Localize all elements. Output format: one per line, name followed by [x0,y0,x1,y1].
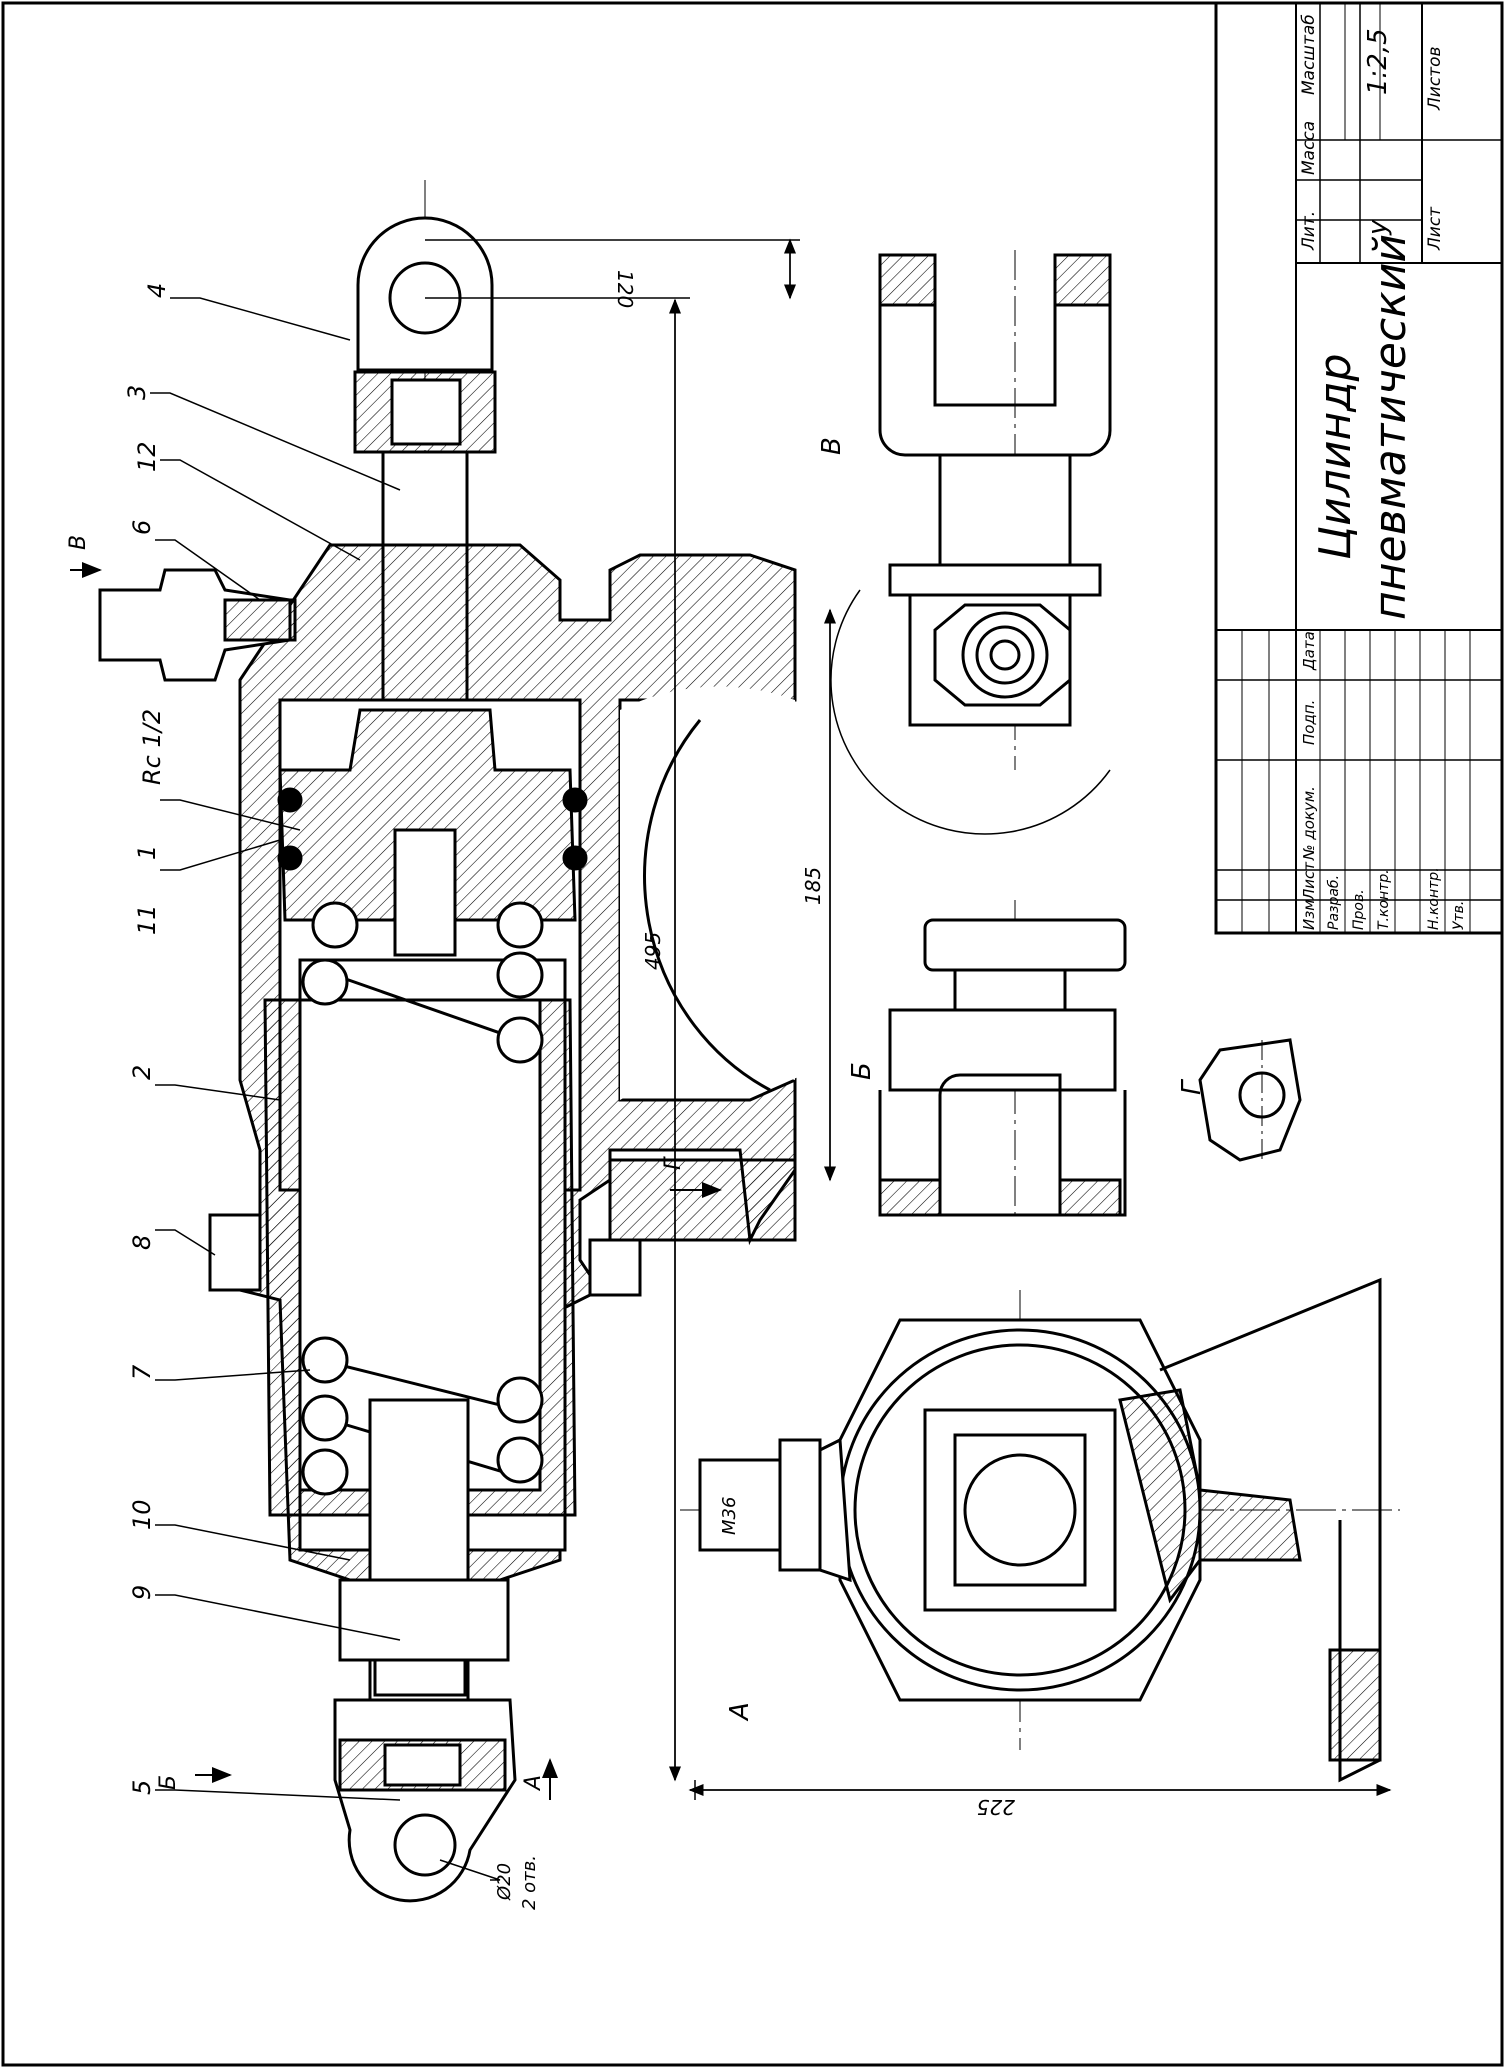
pos-11: 11 [133,904,161,935]
stamp-role-developer: Разраб. [1326,875,1342,930]
dim-185: 185 [801,867,825,905]
letter-value: у [1363,219,1393,236]
view-arrows [70,562,722,1800]
spring-part-7 [301,901,544,1496]
dimension-values: 120 495 185 225 [613,270,1015,1819]
dimension-lines [425,238,1392,1800]
pos-12: 12 [133,441,161,472]
lit-col-label: Лит. [1299,211,1319,251]
sheets-label: Листов [1425,46,1445,111]
stamp-header-date: Дата [1300,631,1318,671]
pos-10: 10 [128,1499,156,1530]
stamp-role-checker: Пров. [1351,889,1367,930]
view-arrow-a-label: А [521,1775,546,1792]
pos-5: 5 [128,1780,156,1795]
thread-m36-label: M36 [719,1497,740,1535]
stamp-header-list: Лист [1300,861,1318,901]
view-b-title: Б [847,1062,877,1080]
pos-7: 7 [128,1364,156,1380]
main-section-view [98,180,797,1903]
scale-col-label: Масштаб [1299,14,1319,95]
view-arrow-b-label: Б [156,1775,181,1790]
stamp-header-doc: № докум. [1300,786,1318,861]
pos-6: 6 [128,520,156,535]
sheet-label: Лист [1425,206,1445,251]
thread-rc-label: Rc 1/2 [138,709,166,785]
eye-part-5 [333,1698,517,1903]
stamp-header-sign: Подп. [1300,700,1318,745]
eye-part-4 [356,216,494,372]
dim-120: 120 [613,270,637,308]
dim-495: 495 [641,932,665,970]
view-v [830,250,1112,835]
stamp-role-ncontrol: Н.контр. [1426,867,1442,930]
dim-225: 225 [977,1795,1015,1819]
stamp-header-izm: Изм [1300,899,1318,930]
pos-3: 3 [123,385,151,400]
scale-value: 1:2,5 [1363,28,1393,95]
piston [278,708,577,922]
title-subtitle: пневматический [1365,234,1416,620]
view-g [1198,1038,1302,1162]
pos-8: 8 [128,1235,156,1250]
title-block: Цилиндр пневматический Лит. Масса Масшта… [1214,1,1504,935]
view-b [878,900,1127,1220]
pos-1: 1 [133,845,161,860]
nut-part-8 [208,1213,262,1292]
hole-dia-label: Ø20 [494,1863,515,1901]
view-a-title: А [725,1702,755,1722]
pos-4: 4 [143,283,171,298]
stamp-role-tcontrol: Т.контр. [1376,869,1392,930]
mass-col-label: Масса [1299,121,1319,175]
pos-2: 2 [128,1065,156,1080]
view-v-title: В [817,437,847,455]
leaders [150,297,501,1881]
view-a: M36 [680,1277,1400,1783]
position-labels: 4 3 12 6 1 11 2 8 7 10 9 5 Rc 1/2 Ø20 2 … [123,283,540,1910]
hole-count-label: 2 отв. [519,1855,540,1910]
view-arrow-g-label: Г [661,1156,686,1170]
title-name: Цилиндр [1310,353,1361,560]
stamp-role-approver: Утв. [1451,901,1467,930]
view-arrow-v-label: В [66,535,91,550]
pos-9: 9 [128,1585,156,1600]
